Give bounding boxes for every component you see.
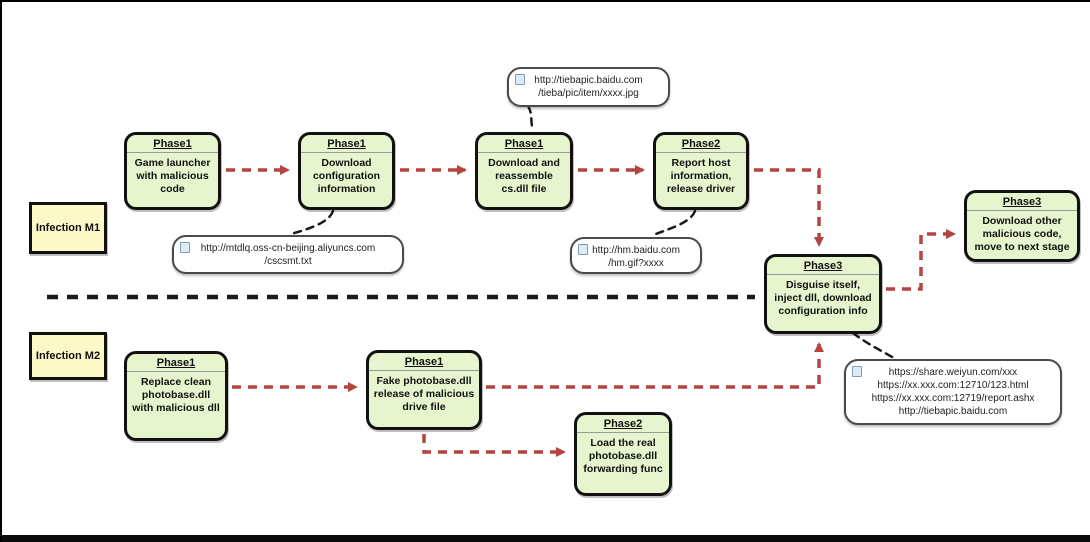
lane-label-infection-m2: Infection M2 (29, 332, 107, 380)
note-text: http://mtdlq.oss-cn-beijing.aliyuncs.com… (200, 243, 376, 267)
connector-p3mid-to-note4 (851, 331, 896, 360)
note-page-icon (515, 74, 525, 85)
node-title: Phase1 (127, 354, 225, 372)
lane-label-infection-m1: Infection M1 (29, 202, 107, 254)
node-body: Fake photobase.dll release of malicious … (373, 375, 475, 414)
node-m2-replace-clean-dll: Phase1 Replace clean photobase.dll with … (124, 351, 228, 441)
node-title: Phase1 (127, 135, 218, 153)
node-title: Phase3 (767, 257, 879, 275)
node-phase3-download-other: Phase3 Download other malicious code, mo… (964, 190, 1080, 262)
bottom-border-bar (2, 535, 1090, 542)
arrow-m1p4-to-p3mid (754, 168, 824, 247)
node-m1-game-launcher: Phase1 Game launcher with malicious code (124, 132, 221, 210)
note-page-icon (578, 244, 588, 255)
note-aliyuncs-url: http://mtdlq.oss-cn-beijing.aliyuncs.com… (172, 235, 404, 274)
node-title: Phase2 (577, 415, 669, 433)
node-body: Game launcher with malicious code (134, 157, 211, 196)
node-body: Download and reassemble cs.dll file (488, 157, 560, 196)
connector-note1-to-m1p3 (526, 104, 535, 132)
node-m1-download-config: Phase1 Download configuration informatio… (298, 132, 395, 210)
arrow-m2p2-to-m2p3 (422, 434, 566, 457)
note-page-icon (852, 366, 862, 377)
note-text: http://hm.baidu.com /hm.gif?xxxx (592, 245, 680, 269)
node-body: Download other malicious code, move to n… (974, 215, 1070, 254)
connector-m1p2-to-note2 (289, 209, 335, 236)
note-hm-baidu-url: http://hm.baidu.com /hm.gif?xxxx (570, 237, 702, 274)
node-title: Phase2 (656, 135, 746, 153)
note-page-icon (180, 242, 190, 253)
node-m1-reassemble-dll: Phase1 Download and reassemble cs.dll fi… (475, 132, 573, 210)
node-body: Load the real photobase.dll forwarding f… (583, 437, 663, 476)
arrow-p3mid-to-p3top (886, 229, 956, 291)
node-m2-load-real-photobase: Phase2 Load the real photobase.dll forwa… (574, 412, 672, 496)
node-body: Report host information, release driver (666, 157, 736, 196)
arrow-m2p2-to-p3mid (486, 342, 824, 389)
node-title: Phase1 (478, 135, 570, 153)
node-body: Replace clean photobase.dll with malicio… (132, 376, 220, 415)
node-body: Download configuration information (312, 157, 381, 196)
node-m2-fake-photobase: Phase1 Fake photobase.dll release of mal… (366, 350, 482, 430)
node-title: Phase1 (369, 353, 479, 371)
connector-m1p4-to-note3 (651, 209, 697, 237)
note-tiebapic-url: http://tiebapic.baidu.com /tieba/pic/ite… (507, 67, 670, 107)
note-c2-url-list: https://share.weiyun.com/xxx https://xx.… (844, 359, 1062, 425)
node-body: Disguise itself, inject dll, download co… (774, 279, 872, 318)
node-title: Phase3 (967, 193, 1077, 211)
node-phase3-disguise: Phase3 Disguise itself, inject dll, down… (764, 254, 882, 334)
note-text: http://tiebapic.baidu.com /tieba/pic/ite… (534, 75, 643, 99)
lane-label-text: Infection M2 (35, 350, 101, 362)
note-text: https://share.weiyun.com/xxx https://xx.… (871, 367, 1035, 417)
node-title: Phase1 (301, 135, 392, 153)
lane-label-text: Infection M1 (35, 222, 101, 234)
node-m1-report-host: Phase2 Report host information, release … (653, 132, 749, 210)
